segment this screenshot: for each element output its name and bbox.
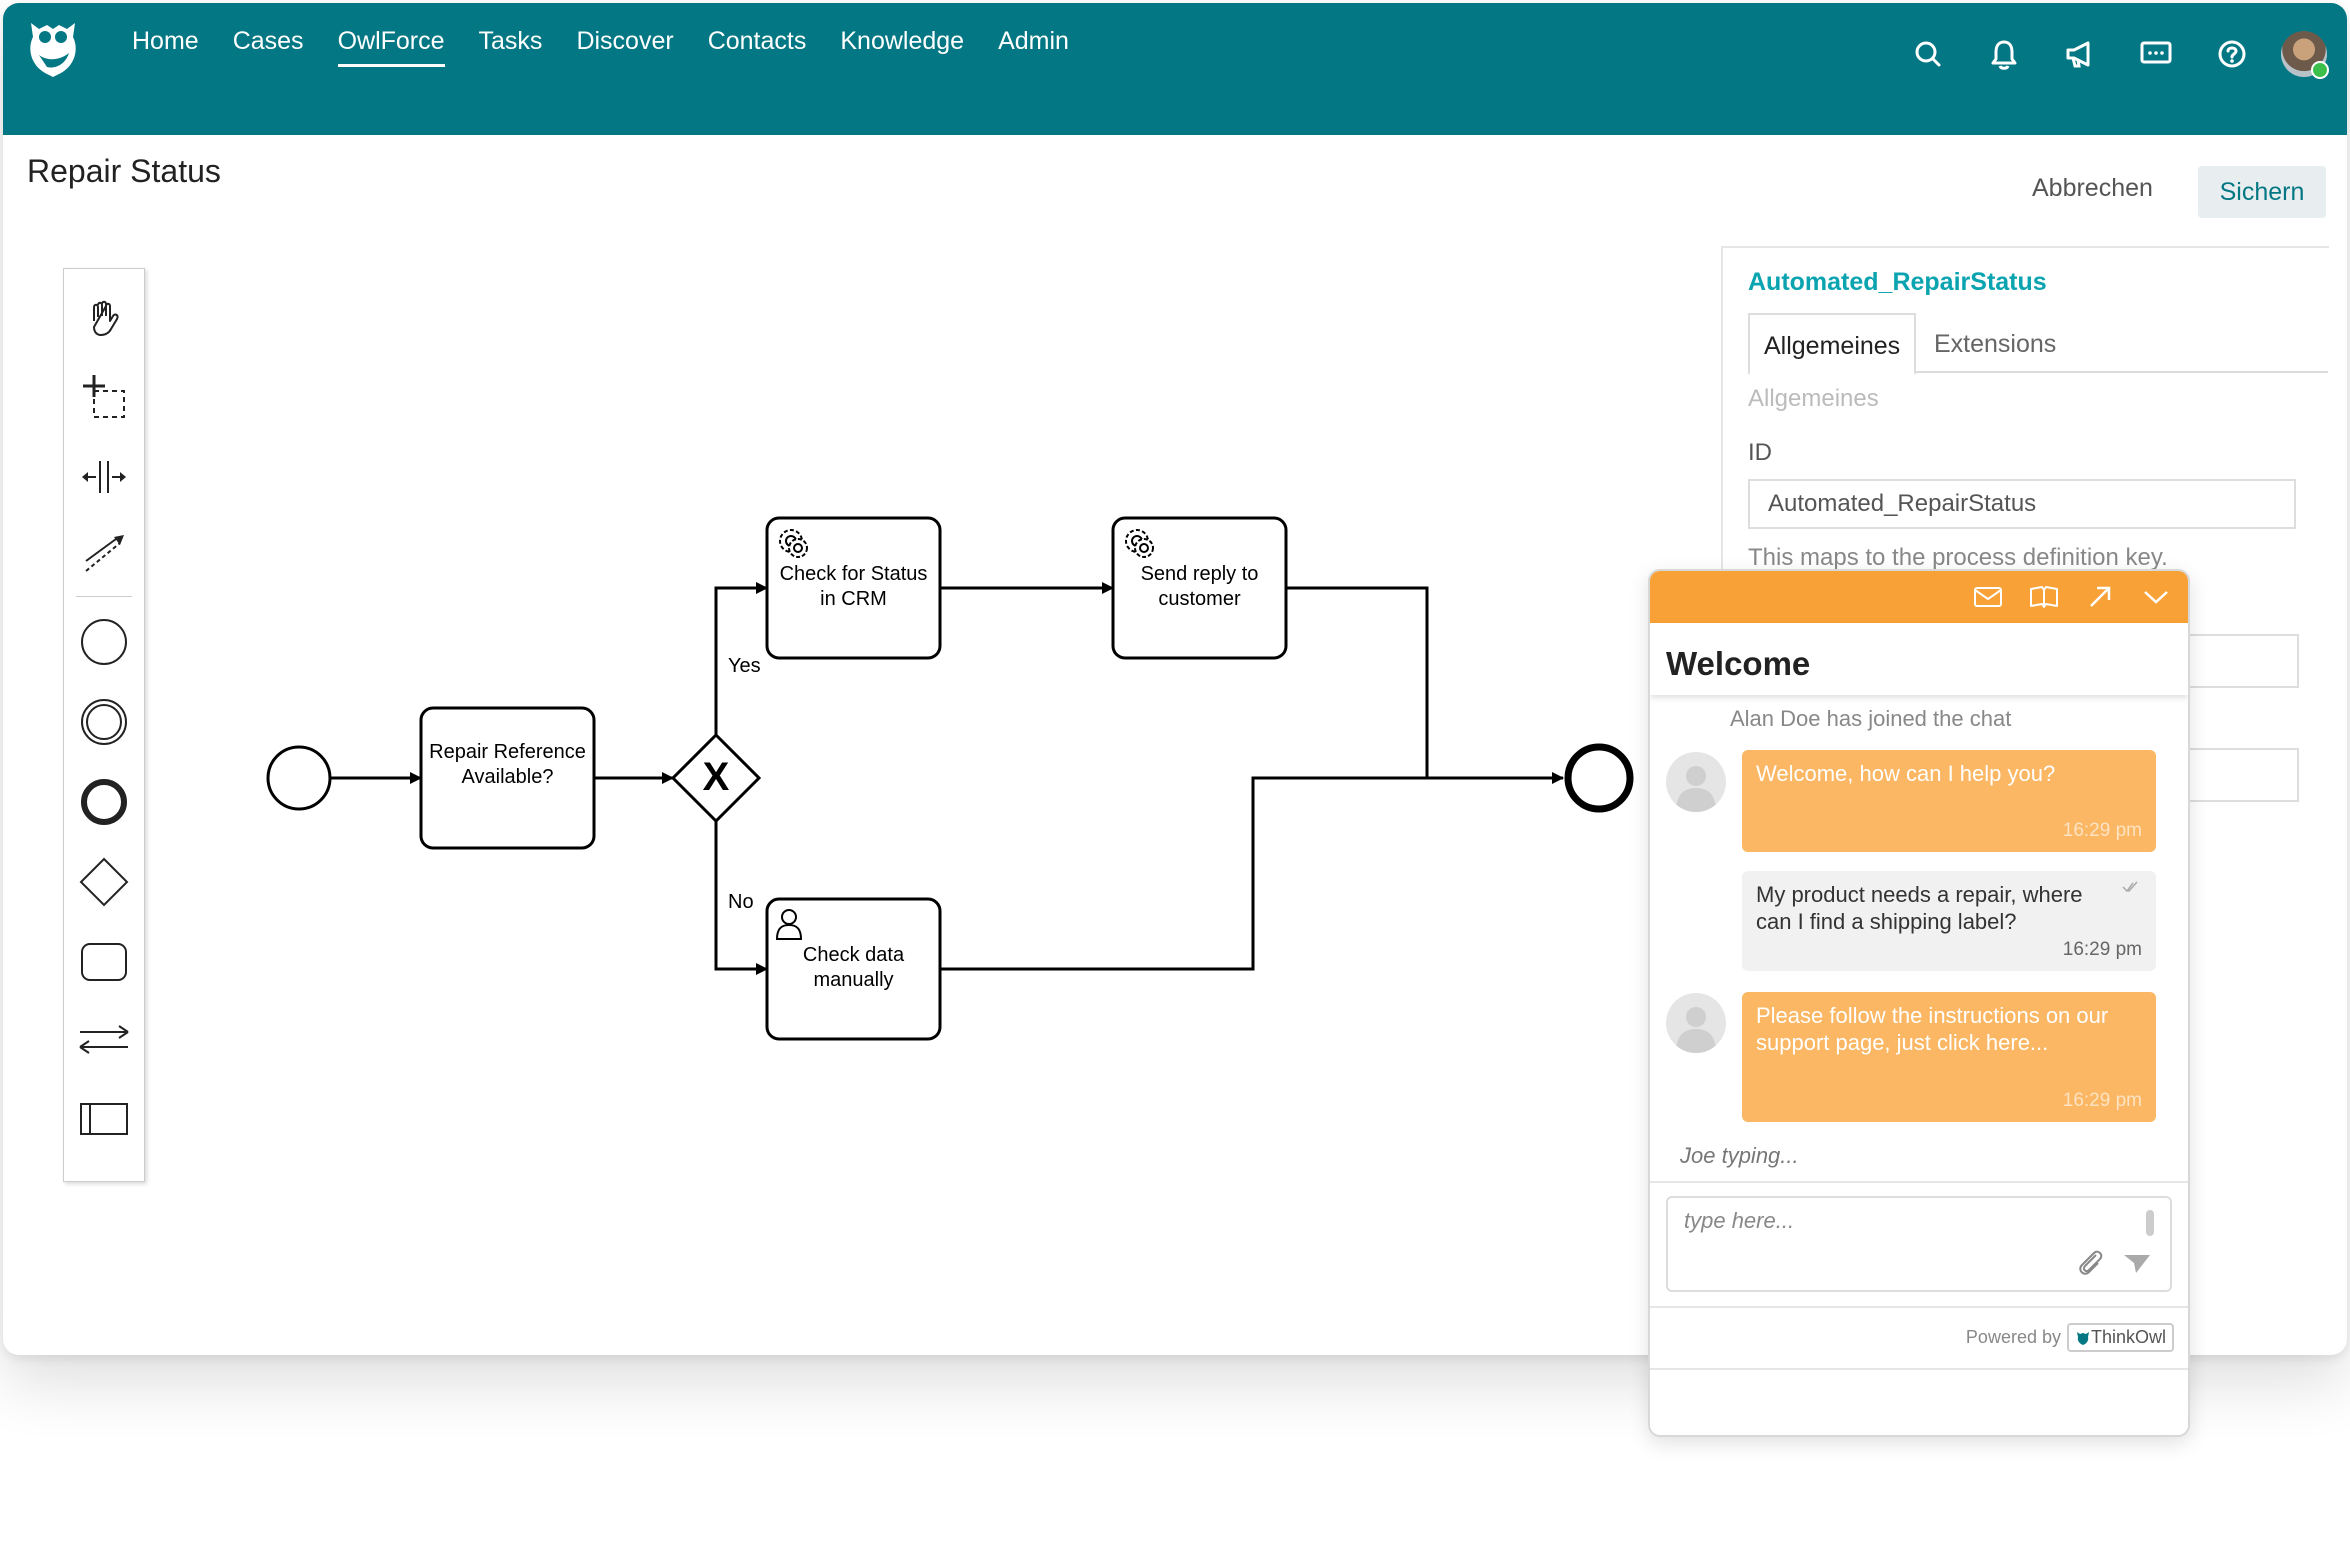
palette-separator <box>76 596 132 597</box>
message-time: 16:29 pm <box>2062 1090 2142 1111</box>
page-title: Repair Status <box>27 153 221 189</box>
nav-cases[interactable]: Cases <box>232 27 304 55</box>
nav-admin[interactable]: Admin <box>998 27 1069 55</box>
nav-discover[interactable]: Discover <box>576 27 674 55</box>
message-bubble: Please follow the instructions on our su… <box>1742 992 2156 1122</box>
message-text: Welcome, how can I help you? <box>1756 761 2056 786</box>
hand-tool-icon[interactable] <box>76 289 132 345</box>
main-nav: Home Cases OwlForce Tasks Discover Conta… <box>115 23 1086 69</box>
brand-badge[interactable]: ThinkOwl <box>2066 1323 2174 1352</box>
task-label: Repair Reference Available? <box>429 741 586 788</box>
attachment-icon[interactable] <box>2076 1247 2104 1282</box>
save-button[interactable]: Sichern <box>2198 166 2326 218</box>
read-check-icon <box>2122 881 2138 893</box>
flow-gateway-no[interactable] <box>714 821 768 975</box>
message-time: 16:29 pm <box>2062 820 2142 841</box>
popout-arrow-icon[interactable] <box>2082 581 2118 613</box>
agent-avatar <box>1666 993 1726 1053</box>
service-task-gear-icon <box>1125 529 1154 558</box>
edge-label-no: No <box>728 891 754 913</box>
owl-logo-icon[interactable] <box>25 15 81 79</box>
chat-divider <box>1650 1181 2188 1183</box>
powered-by-label: Powered by <box>1965 1327 2061 1347</box>
nav-home[interactable]: Home <box>132 27 199 55</box>
subprocess-icon[interactable] <box>76 1011 132 1067</box>
task-icon[interactable] <box>76 934 132 990</box>
end-event-icon[interactable] <box>76 774 132 830</box>
send-icon[interactable] <box>2122 1251 2152 1280</box>
lasso-tool-icon[interactable] <box>76 369 132 425</box>
nav-owlforce[interactable]: OwlForce <box>321 23 462 69</box>
bpmn-diagram-canvas[interactable] <box>3 3 1703 1103</box>
brand-owl-icon <box>2076 1331 2089 1345</box>
message-text[interactable]: Please follow the instructions on our su… <box>1756 1003 2109 1055</box>
flow-manual-to-end[interactable] <box>940 776 1427 971</box>
space-tool-icon[interactable] <box>76 449 132 505</box>
message-time: 16:29 pm <box>2062 939 2142 960</box>
cancel-button[interactable]: Abbrechen <box>2032 174 2153 202</box>
top-actions <box>1875 31 2329 79</box>
id-label: ID <box>1748 439 1772 466</box>
chat-divider <box>1650 1368 2188 1370</box>
section-heading: Allgemeines <box>1748 385 1879 412</box>
nav-contacts[interactable]: Contacts <box>707 27 807 55</box>
chat-icon[interactable] <box>2133 31 2179 77</box>
message-text: My product needs a repair, where can I f… <box>1756 882 2083 934</box>
agent-avatar <box>1666 752 1726 812</box>
chevron-down-icon[interactable] <box>2138 581 2174 613</box>
input-placeholder: type here... <box>1684 1208 1795 1233</box>
connect-tool-icon[interactable] <box>76 527 132 583</box>
user-task-person-icon <box>775 909 803 940</box>
task-label: Check for Status in CRM <box>779 563 928 610</box>
input-scrollbar[interactable] <box>2146 1210 2154 1236</box>
gateway-icon[interactable] <box>76 854 132 910</box>
nav-knowledge[interactable]: Knowledge <box>840 27 965 55</box>
flow-reply-to-end[interactable] <box>1286 586 1564 784</box>
nav-tasks[interactable]: Tasks <box>478 27 543 55</box>
search-icon[interactable] <box>1905 31 1951 77</box>
help-icon[interactable] <box>2209 31 2255 77</box>
chat-divider <box>1650 1306 2188 1308</box>
id-input[interactable] <box>1748 479 2296 529</box>
pool-icon[interactable] <box>76 1091 132 1147</box>
task-label: Send reply to customer <box>1140 563 1259 610</box>
service-task-gear-icon <box>779 529 808 558</box>
powered-by: Powered by ThinkOwl <box>1966 1323 2174 1352</box>
chat-message-input[interactable]: type here... <box>1666 1196 2172 1292</box>
process-name: Automated_RepairStatus <box>1748 268 2047 296</box>
tool-palette <box>63 268 145 1182</box>
top-navigation-bar: Home Cases OwlForce Tasks Discover Conta… <box>3 3 2347 135</box>
edge-label-yes: Yes <box>728 655 761 677</box>
email-icon[interactable] <box>1970 581 2006 613</box>
online-status-dot <box>2311 61 2329 79</box>
tab-allgemeines[interactable]: Allgemeines <box>1748 313 1917 375</box>
typing-indicator: Joe typing... <box>1680 1143 1799 1168</box>
message-bubble: Welcome, how can I help you? 16:29 pm <box>1742 750 2156 852</box>
properties-tabs: Allgemeines Extensions <box>1748 313 2328 375</box>
start-event-icon[interactable] <box>76 614 132 670</box>
chat-header-actions <box>1950 581 2174 613</box>
gateway-x-icon: X <box>702 755 730 799</box>
message-bubble-user: My product needs a repair, where can I f… <box>1742 871 2156 971</box>
tab-extensions[interactable]: Extensions <box>1934 330 2057 358</box>
chat-title: Welcome <box>1666 645 1811 682</box>
flow-gateway-yes[interactable] <box>714 582 768 735</box>
version-input[interactable] <box>2173 748 2299 802</box>
user-avatar[interactable] <box>2281 31 2329 79</box>
end-event[interactable] <box>1564 743 1634 813</box>
chat-widget: Welcome Alan Doe has joined the chat Wel… <box>1648 569 2190 1437</box>
start-event[interactable] <box>266 745 332 811</box>
brand-name: ThinkOwl <box>2090 1327 2166 1347</box>
intermediate-event-icon[interactable] <box>76 694 132 750</box>
knowledge-book-icon[interactable] <box>2026 581 2062 613</box>
chat-title-bar: Welcome <box>1650 623 2188 695</box>
name-input[interactable] <box>2173 634 2299 688</box>
task-label: Check data manually <box>802 944 905 991</box>
id-hint: This maps to the process definition key. <box>1748 544 2168 571</box>
chat-header <box>1650 571 2188 623</box>
bell-icon[interactable] <box>1981 31 2027 77</box>
joined-notice: Alan Doe has joined the chat <box>1730 706 2012 731</box>
megaphone-icon[interactable] <box>2057 31 2103 77</box>
